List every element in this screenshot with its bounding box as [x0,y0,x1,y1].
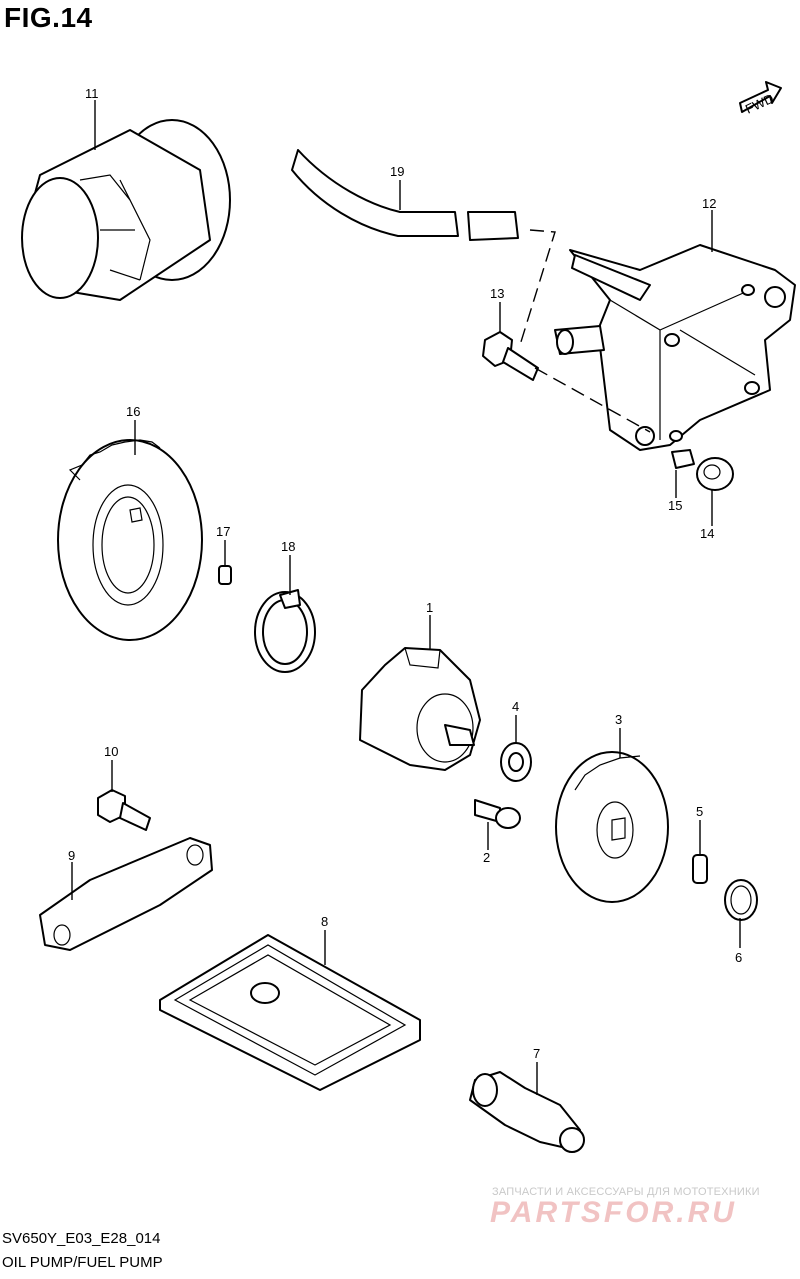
callout-11: 11 [85,86,99,101]
bolt-13 [482,331,539,381]
grommet-14 [696,457,734,491]
callout-8: 8 [321,914,328,929]
fuel-pump [554,244,796,451]
callout-2: 2 [483,850,490,865]
circlip-18 [254,589,316,673]
oil-pump-gear-3 [555,751,669,903]
gear-16 [57,439,203,641]
callout-12: 12 [702,196,716,211]
bolt-10 [97,789,151,831]
pin-5 [692,854,708,884]
callout-9: 9 [68,848,75,863]
diagram-name: OIL PUMP/FUEL PUMP [2,1254,163,1271]
callout-5: 5 [696,804,703,819]
dowel-pin-17 [218,565,232,585]
diagram-code: SV650Y_E03_E28_014 [2,1230,161,1247]
screw-2 [474,799,521,829]
callout-14: 14 [700,526,714,541]
dashed-connection [519,229,556,346]
watermark-subtitle: ЗАПЧАСТИ И АКСЕССУАРЫ ДЛЯ МОТОТЕХНИКИ [492,1186,760,1198]
fwd-label: FWD [743,91,776,117]
callout-1: 1 [426,600,433,615]
forward-arrow-icon: FWD [739,81,782,117]
fitting-7 [469,1071,585,1153]
callout-4: 4 [512,699,519,714]
oil-strainer-8 [159,934,421,1091]
plate-9 [39,837,213,951]
callout-15: 15 [668,498,682,513]
collar-15 [671,449,695,469]
fuel-hose [291,149,519,241]
callout-13: 13 [490,286,504,301]
callout-18: 18 [281,539,295,554]
figure-title: FIG.14 [4,2,93,33]
callout-6: 6 [735,950,742,965]
callout-19: 19 [390,164,404,179]
callout-16: 16 [126,404,140,419]
dashed-connection [534,367,651,433]
watermark-brand: PARTSFOR.RU [490,1196,737,1229]
callout-3: 3 [615,712,622,727]
oil-pump [359,647,481,771]
circlip-6 [724,879,758,921]
oil-filter [21,119,231,301]
callout-17: 17 [216,524,230,539]
callout-7: 7 [533,1046,540,1061]
callout-10: 10 [104,744,118,759]
